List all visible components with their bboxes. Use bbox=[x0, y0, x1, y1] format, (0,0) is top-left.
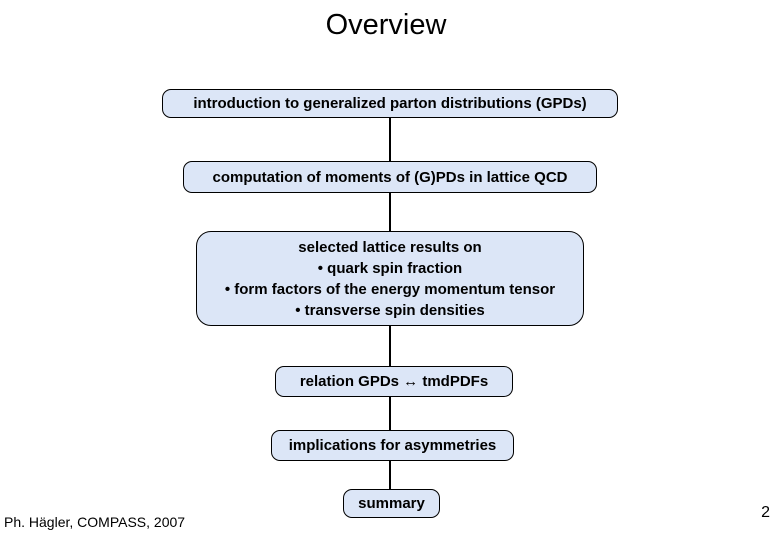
connector-line bbox=[389, 118, 391, 161]
page-number: 2 bbox=[761, 504, 770, 521]
box-introduction-gpds: introduction to generalized parton distr… bbox=[162, 89, 618, 118]
footer-author-line: Ph. Hägler, COMPASS, 2007 bbox=[4, 514, 186, 530]
box-selected-lattice-results: selected lattice results on • quark spin… bbox=[196, 231, 584, 326]
box-relation-gpds-tmdpdfs: relation GPDs ↔ tmdPDFs bbox=[275, 366, 513, 397]
box-implications-asymmetries: implications for asymmetries bbox=[271, 430, 514, 461]
box-line-bullet-transverse-spin: • transverse spin densities bbox=[295, 301, 485, 319]
connector-line bbox=[389, 461, 391, 489]
connector-line bbox=[389, 397, 391, 430]
box-summary: summary bbox=[343, 489, 440, 518]
connector-line bbox=[389, 193, 391, 231]
box-line-bullet-form-factors: • form factors of the energy momentum te… bbox=[224, 280, 556, 298]
box-line-heading: selected lattice results on bbox=[298, 238, 482, 256]
slide-title: Overview bbox=[325, 9, 447, 41]
box-lattice-moments: computation of moments of (G)PDs in latt… bbox=[183, 161, 597, 193]
box-line-bullet-quark-spin: • quark spin fraction bbox=[317, 259, 463, 277]
connector-line bbox=[389, 326, 391, 366]
